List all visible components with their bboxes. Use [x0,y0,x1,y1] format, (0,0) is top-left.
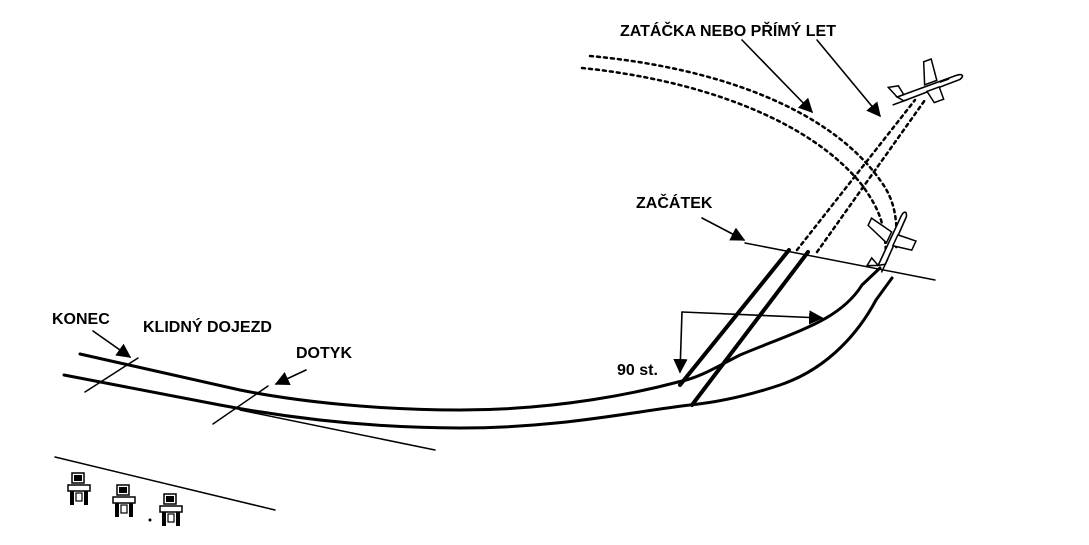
label-angle: 90 st. [617,362,658,379]
label-calm-rollout: KLIDNÝ DOJEZD [143,317,272,336]
arrow-touchdown [274,369,307,386]
straight-track-2 [690,250,810,407]
airplane-bottom-icon [865,211,918,273]
track-bottom-edge [62,276,894,430]
turn-path-inner [588,54,898,252]
angle-indicator [673,310,824,374]
straight-path-2 [815,98,927,254]
judge-table-icon [112,484,136,517]
judge-line [54,456,276,511]
arrow-turn [741,39,814,114]
touchdown-tick [212,385,269,425]
rollout-tail [239,409,436,451]
arrow-end [92,330,132,358]
ground-dot [148,518,152,522]
end-tick [84,357,139,393]
ground-track [62,248,894,451]
track-top-edge [78,266,882,412]
label-touchdown: DOTYK [296,345,352,362]
judge-table-icon [67,472,91,505]
judge-table-icon [159,493,183,526]
turn-path-outer [580,66,888,257]
arrow-start [701,217,746,241]
label-turn-or-straight: ZATÁČKA NEBO PŘÍMÝ LET [620,21,836,40]
straight-path-1 [795,98,917,252]
straight-track-1 [678,248,791,387]
label-end: KONEC [52,311,110,328]
approach-paths [580,54,927,257]
start-line [744,242,936,281]
label-start: ZAČÁTEK [636,193,713,212]
arrow-straight [816,39,881,118]
airplane-top-icon [886,58,964,106]
